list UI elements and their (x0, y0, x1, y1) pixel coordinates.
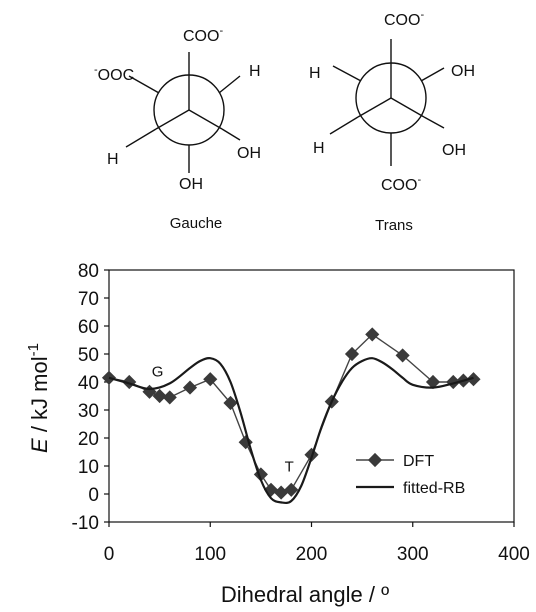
gauche-back-bond-upper-right (218, 75, 241, 94)
legend-fitted-rb-label: fitted-RB (403, 480, 465, 497)
dft-point-marker (223, 395, 238, 411)
y-tick-label: 70 (78, 289, 99, 310)
gauche-top-label: COO- (183, 25, 223, 45)
gauche-front-ext-lower-left (125, 128, 157, 148)
trans-back-bond-upper-right (420, 67, 445, 82)
y-tick-label: 80 (78, 261, 99, 282)
dft-point-marker (162, 390, 177, 405)
gauche-back-bond-upper-left (128, 75, 160, 94)
x-tick-label: 200 (296, 544, 328, 565)
dft-point-marker (344, 346, 360, 362)
x-tick-label: 100 (194, 544, 226, 565)
trans-upper-right-label: OH (451, 63, 475, 80)
newman-trans-labels: COO- H OH H OH COO- Trans (309, 9, 475, 234)
trans-lower-right-label: OH (442, 142, 466, 159)
newman-trans (329, 39, 445, 166)
gauche-front-bond-lower-left (155, 109, 190, 130)
trans-back-bond-upper-left (332, 65, 362, 82)
dft-point-marker (466, 372, 481, 387)
y-tick-label: -10 (72, 513, 99, 534)
series-fitted-rb-line (108, 357, 474, 505)
gauche-bottom-label: OH (179, 176, 203, 193)
legend-dft-marker (367, 452, 383, 468)
legend-dft-label: DFT (403, 453, 434, 470)
dft-point-marker (203, 372, 218, 387)
gauche-lower-right-label: OH (237, 145, 261, 162)
y-tick-label: 10 (78, 457, 99, 478)
gauche-lower-left-label: H (107, 151, 119, 168)
trans-caption: Trans (375, 217, 413, 234)
dft-point-marker (274, 485, 289, 500)
x-tick-label: 400 (498, 544, 530, 565)
newman-gauche (125, 52, 241, 173)
dft-point-marker (182, 380, 198, 395)
x-tick-label: 300 (397, 544, 429, 565)
dft-point-marker (365, 327, 380, 342)
dft-point-marker (284, 482, 299, 497)
y-tick-label: 20 (78, 429, 99, 450)
trans-front-ext-lower-right (423, 116, 445, 129)
trans-front-bond-lower-left (357, 97, 392, 118)
x-axis-label: Dihedral angle / º (221, 582, 389, 607)
dft-point-marker (425, 374, 441, 390)
gauche-upper-right-label: H (249, 63, 261, 80)
y-axis-label: E / kJ mol-1 (25, 343, 52, 453)
gauche-front-bond-lower-right (188, 109, 223, 130)
gauche-front-ext-lower-right (221, 128, 241, 141)
dft-point-marker (152, 388, 167, 404)
dft-point-marker (395, 348, 410, 363)
y-tick-label: 30 (78, 401, 99, 422)
trans-bottom-label: COO- (381, 174, 421, 194)
y-axis: -10 0 10 20 30 40 50 60 70 80 (72, 261, 109, 534)
dft-point-marker (446, 374, 461, 390)
series-layer (101, 327, 481, 505)
trans-front-bond-lower-right (390, 97, 425, 118)
x-axis: 0 100 200 300 400 (104, 522, 530, 565)
gauche-caption: Gauche (170, 215, 223, 232)
annotation-layer: GT (152, 363, 294, 475)
x-tick-label: 0 (104, 544, 115, 565)
trans-top-label: COO- (384, 9, 424, 29)
y-tick-label: 40 (78, 373, 99, 394)
y-tick-label: 60 (78, 317, 99, 338)
legend: DFT fitted-RB (356, 452, 465, 497)
trans-upper-left-label: H (309, 65, 321, 82)
newman-gauche-labels: COO- -OOC H H OH OH Gauche (94, 25, 261, 232)
y-tick-label: 50 (78, 345, 99, 366)
y-tick-label: 0 (88, 485, 99, 506)
gauche-upper-left-label: -OOC (94, 64, 134, 84)
trans-front-ext-lower-left (329, 116, 359, 135)
trans-lower-left-label: H (313, 140, 325, 157)
annotation-g: G (152, 363, 164, 380)
annotation-t: T (285, 459, 294, 476)
